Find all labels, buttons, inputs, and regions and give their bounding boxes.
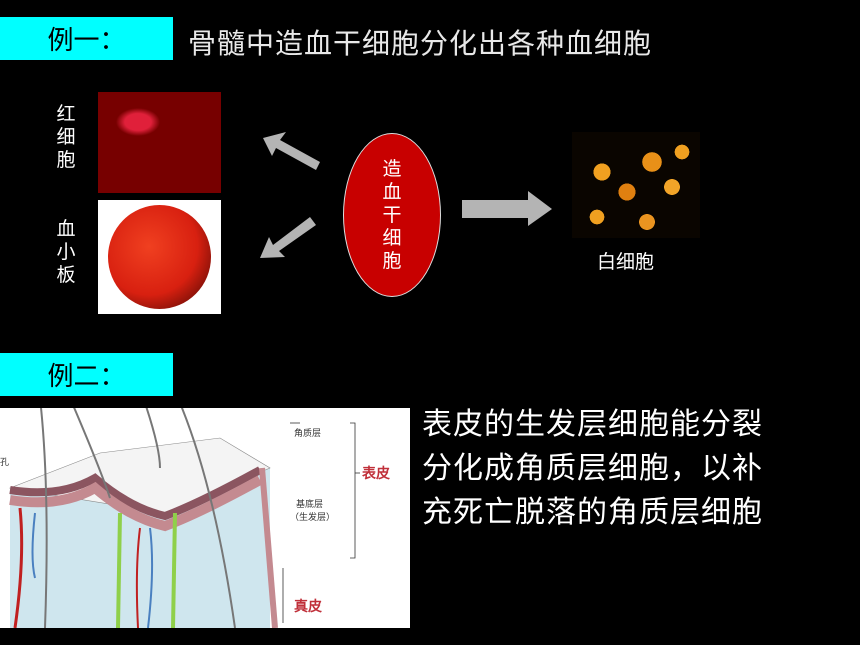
epidermis-label: 表皮 (362, 466, 390, 482)
platelet-image (98, 200, 221, 314)
skin-structure-diagram: 角质层 表皮 基底层 （生发层） 真皮 孔 (0, 408, 410, 628)
arrow-to-red-blood-cell-icon (263, 132, 320, 170)
white-blood-cell-image (572, 132, 700, 238)
example-2-description: 表皮的生发层细胞能分裂 分化成角质层细胞，以补 充死亡脱落的角质层细胞 (422, 403, 763, 535)
description-line-2: 分化成角质层细胞，以补 (422, 451, 763, 486)
description-line-3: 充死亡脱落的角质层细胞 (422, 495, 763, 530)
dermis-label: 真皮 (294, 599, 322, 615)
skin-cross-section-illustration (8, 408, 360, 628)
arrow-to-white-blood-cell-icon (462, 191, 552, 226)
stratum-corneum-label: 角质层 (294, 429, 322, 439)
example-1-label-text: 例一： (47, 26, 126, 56)
basal-layer-label: 基底层 (296, 500, 324, 510)
example-2-label: 例二： (0, 353, 173, 396)
example-1-heading: 骨髓中造血干细胞分化出各种血细胞 (188, 27, 653, 60)
white-blood-cell-label: 白细胞 (597, 251, 655, 273)
stem-cell-label: 造血干细胞 (382, 157, 402, 272)
arrow-to-platelet-icon (260, 217, 316, 258)
red-blood-cell-label: 红细胞 (56, 103, 76, 171)
stem-cell-ellipse: 造血干细胞 (343, 133, 441, 297)
example-2-label-text: 例二： (47, 362, 126, 392)
platelet-label: 血小板 (56, 218, 76, 286)
description-line-1: 表皮的生发层细胞能分裂 (422, 407, 763, 442)
pore-label: 孔 (0, 458, 10, 468)
red-blood-cell-image (98, 92, 221, 193)
example-1-label: 例一： (0, 17, 173, 60)
germinative-layer-label: （生发层） (290, 513, 336, 523)
